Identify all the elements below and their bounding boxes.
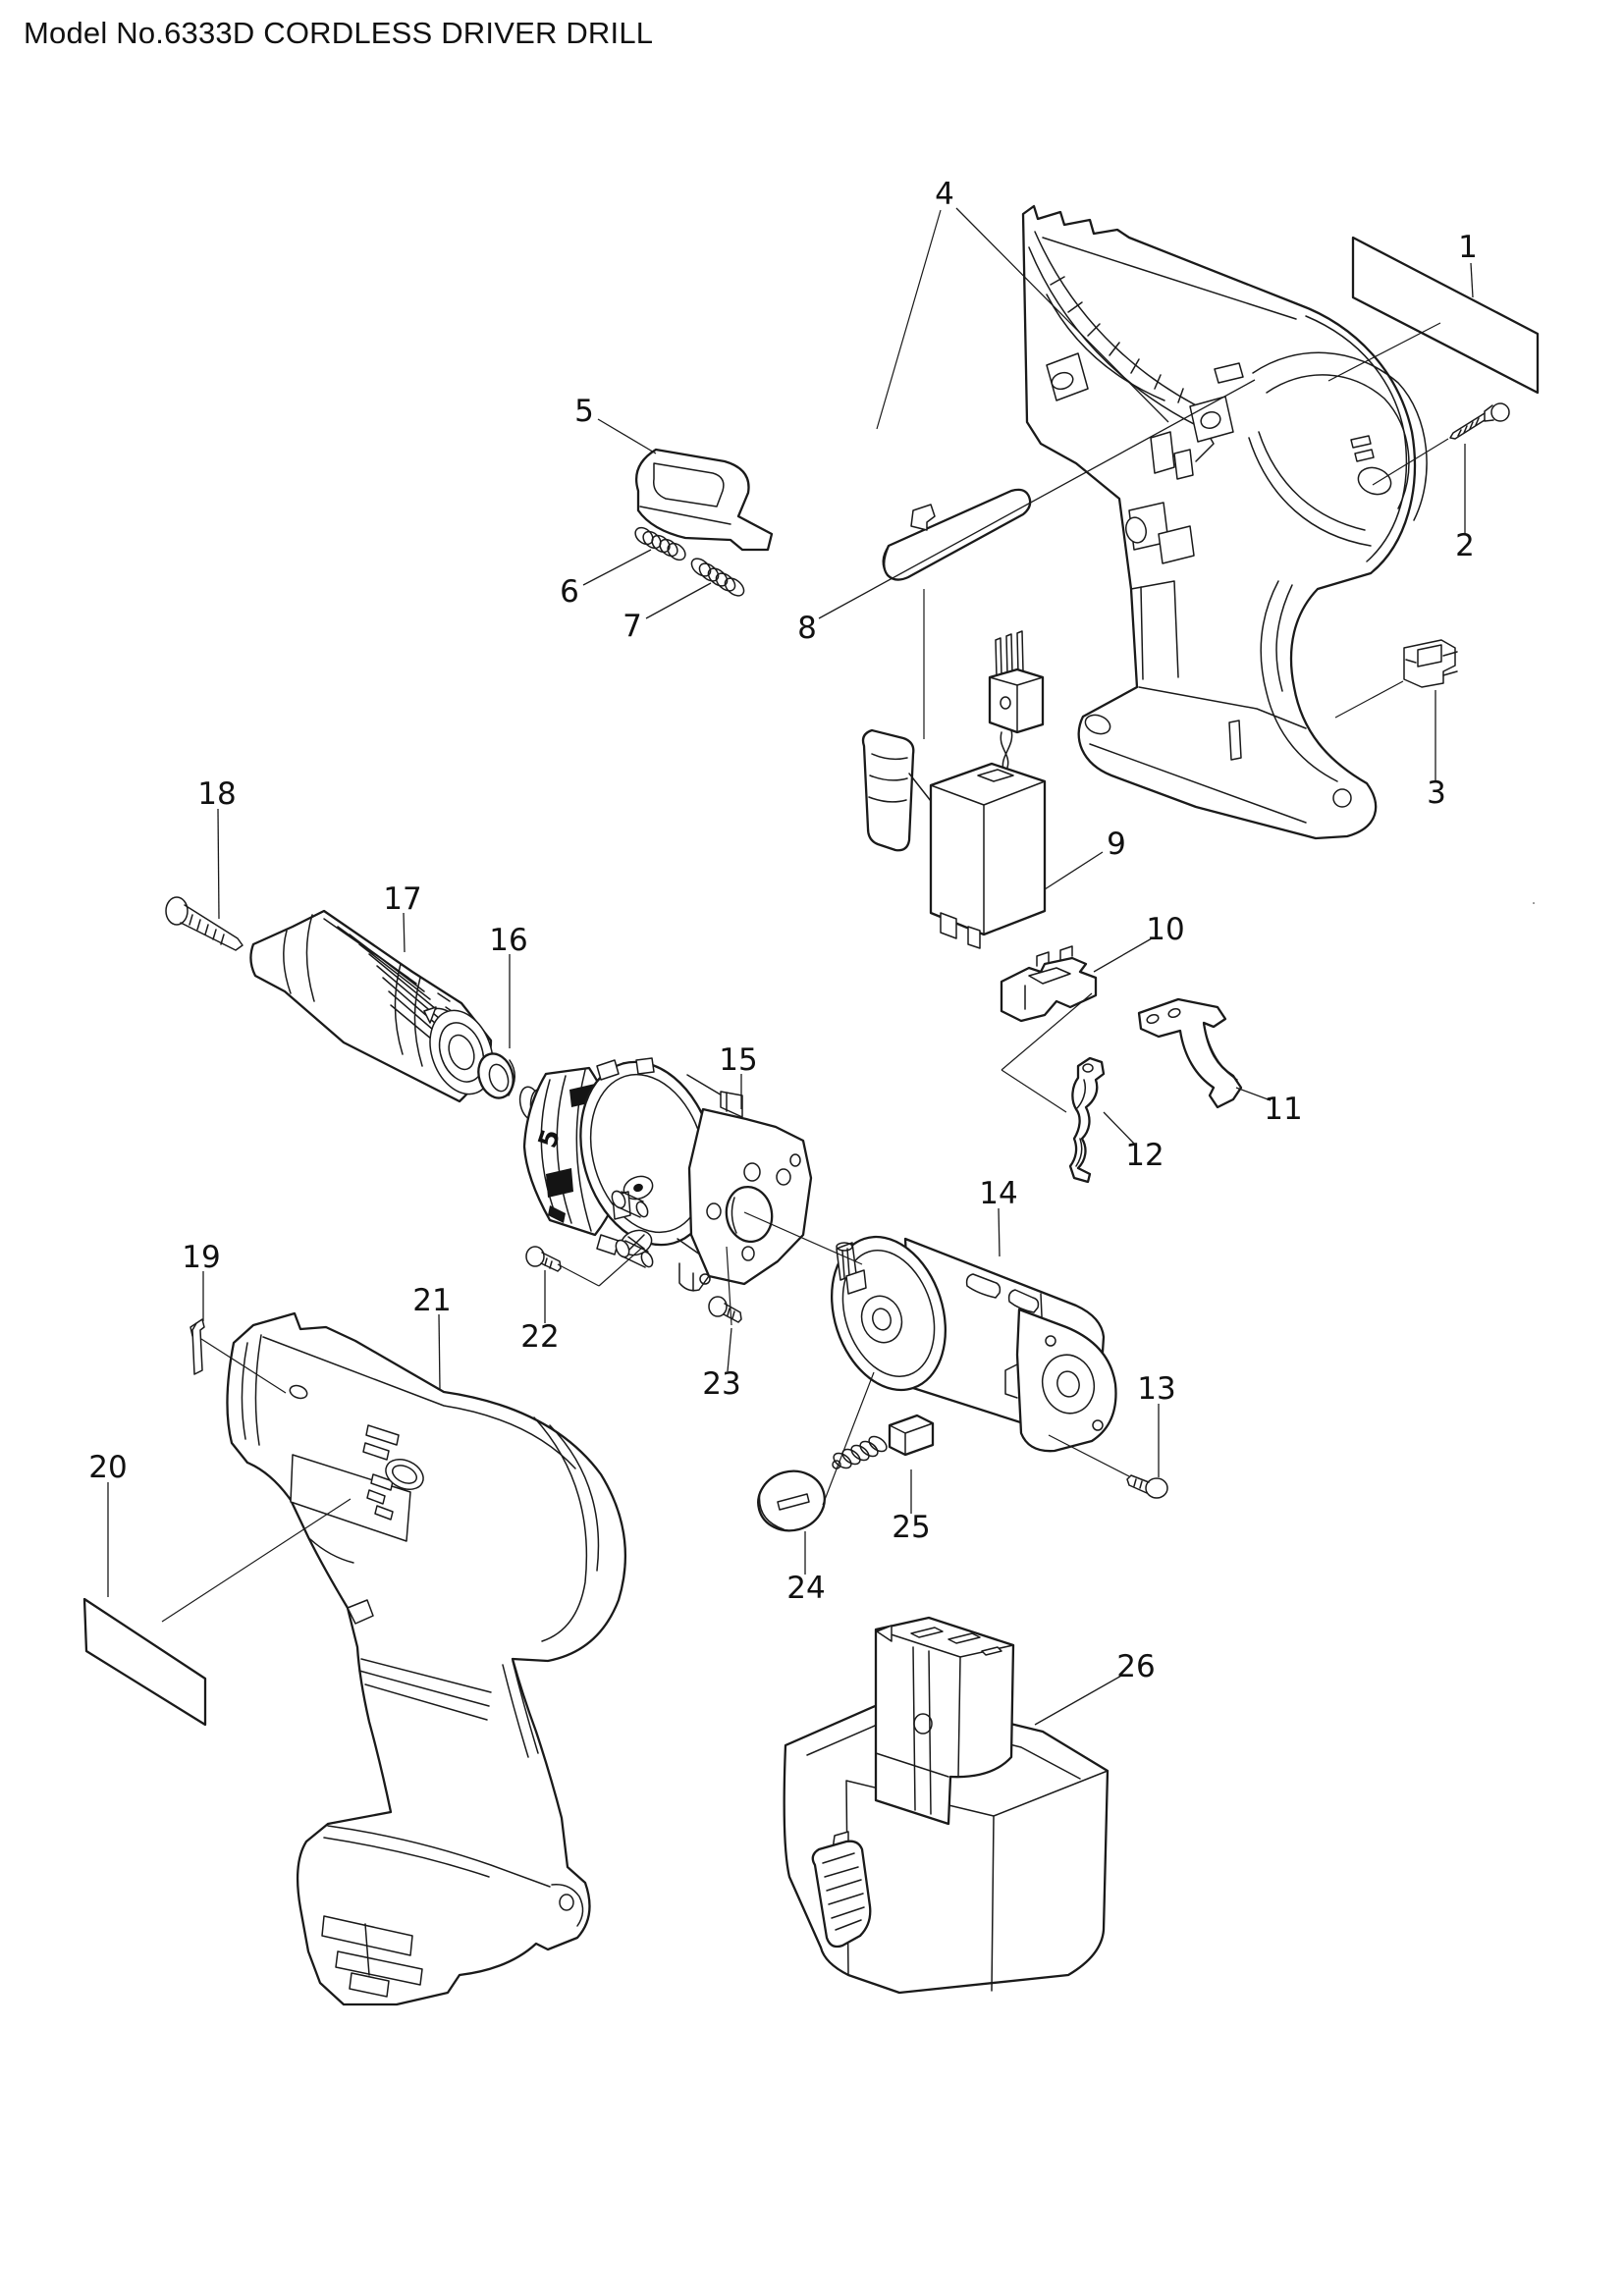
part-label-1: 1 xyxy=(1458,230,1478,265)
screw-2-drawing xyxy=(1449,402,1510,440)
part-label-6: 6 xyxy=(560,574,579,610)
part-label-14: 14 xyxy=(979,1176,1017,1211)
cap-24-drawing xyxy=(757,1469,826,1532)
alignment-line xyxy=(876,209,942,430)
leader-line-21 xyxy=(438,1313,441,1391)
part-label-8: 8 xyxy=(797,611,817,646)
part-label-4: 4 xyxy=(935,177,954,212)
part-label-23: 23 xyxy=(702,1366,740,1402)
part-label-5: 5 xyxy=(574,394,594,429)
part-label-19: 19 xyxy=(182,1240,220,1275)
page-title: Model No.6333D CORDLESS DRIVER DRILL xyxy=(24,16,654,50)
leader-line-23 xyxy=(727,1327,732,1372)
spring-6-drawing xyxy=(634,526,686,561)
motor-drawing xyxy=(830,1235,1117,1453)
ring-16-drawing xyxy=(477,1052,515,1099)
part-label-25: 25 xyxy=(892,1510,930,1545)
part-label-24: 24 xyxy=(786,1571,825,1606)
leader-line-5 xyxy=(597,418,657,454)
chuck-drawing xyxy=(249,909,494,1103)
leader-line-12 xyxy=(1103,1111,1137,1147)
leader-line-17 xyxy=(403,912,406,953)
leader-line-26 xyxy=(1034,1674,1124,1726)
part-label-16: 16 xyxy=(489,923,527,958)
leader-line-4 xyxy=(955,207,1169,423)
alignment-line xyxy=(1334,680,1404,719)
part-label-3: 3 xyxy=(1427,775,1446,811)
housing-left-half-drawing xyxy=(226,1311,627,2006)
part-label-7: 7 xyxy=(623,609,642,644)
screw-23-drawing xyxy=(708,1296,742,1323)
bracket-11-drawing xyxy=(1137,997,1243,1109)
part-label-26: 26 xyxy=(1116,1649,1155,1684)
part-label-9: 9 xyxy=(1107,827,1126,862)
screw-13-drawing xyxy=(1126,1474,1168,1499)
alignment-line xyxy=(161,1498,352,1623)
alignment-line xyxy=(200,1338,287,1394)
alignment-line xyxy=(1048,1434,1130,1477)
name-plate-20-drawing xyxy=(82,1597,207,1727)
alignment-line xyxy=(1001,992,1093,1071)
gear-assembly-drawing: 5 xyxy=(518,1057,813,1292)
name-plate-drawing xyxy=(1351,236,1540,395)
battery-pack-drawing xyxy=(783,1616,1110,1995)
alignment-line xyxy=(1372,438,1449,486)
part-label-10: 10 xyxy=(1146,912,1184,947)
leader-line-18 xyxy=(217,808,220,920)
part-label-22: 22 xyxy=(520,1319,559,1355)
leader-line-10 xyxy=(1093,937,1153,973)
spring-7-drawing xyxy=(690,558,745,597)
alignment-line xyxy=(598,1247,643,1287)
part-label-13: 13 xyxy=(1137,1371,1175,1407)
clip-3-drawing xyxy=(1403,639,1458,688)
part-label-12: 12 xyxy=(1125,1138,1164,1173)
change-lever-drawing xyxy=(882,488,1032,581)
part-label-18: 18 xyxy=(197,776,236,812)
holder-10-drawing xyxy=(1000,945,1098,1023)
leader-line-11 xyxy=(1235,1087,1272,1101)
leader-line-7 xyxy=(645,582,712,619)
alignment-line xyxy=(1001,1069,1067,1113)
screw-18-drawing xyxy=(165,896,244,951)
part-label-15: 15 xyxy=(719,1042,757,1078)
leader-lines xyxy=(107,207,1474,1726)
alignment-line xyxy=(743,1211,863,1265)
alignment-line xyxy=(1327,322,1441,382)
leader-line-9 xyxy=(1044,851,1104,890)
brush-assembly-drawing xyxy=(832,1414,935,1469)
part-label-2: 2 xyxy=(1455,528,1475,563)
alignment-line xyxy=(557,1263,600,1287)
part-label-20: 20 xyxy=(88,1450,127,1485)
switch-drawing xyxy=(861,630,1047,949)
part-label-21: 21 xyxy=(412,1283,451,1318)
part-label-11: 11 xyxy=(1264,1092,1302,1127)
lever-12-drawing xyxy=(1068,1056,1106,1184)
part-label-17: 17 xyxy=(383,881,421,917)
screw-22-drawing xyxy=(525,1246,562,1272)
alignment-line xyxy=(822,1371,875,1506)
pin-19-drawing xyxy=(189,1318,205,1375)
leader-line-8 xyxy=(818,379,1256,619)
alignment-line xyxy=(726,1246,732,1326)
alignment-lines xyxy=(161,209,1449,1623)
leader-line-1 xyxy=(1470,262,1474,298)
leader-line-14 xyxy=(998,1207,1001,1257)
housing-right-half-drawing xyxy=(1021,204,1535,904)
slide-button-drawing xyxy=(634,448,774,552)
leader-line-6 xyxy=(582,549,652,586)
